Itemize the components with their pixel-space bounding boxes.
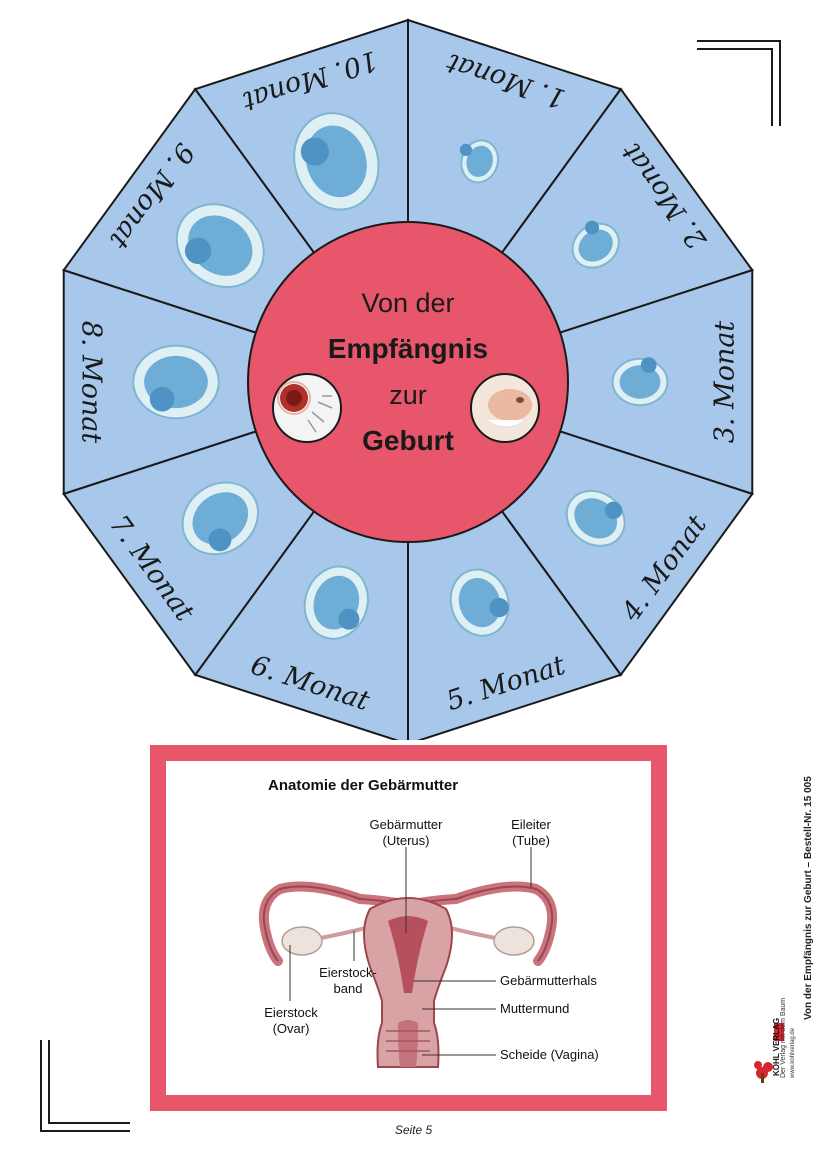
month-label-8: 8. Monat [76,321,107,444]
corner-mark-top-right [697,40,779,42]
corner-mark-bottom-left [48,1040,50,1124]
label-ovary: Eierstock (Ovar) [246,1005,336,1037]
label-tube-line2: (Tube) [512,833,550,848]
center-title-line3: zur [389,380,427,410]
label-ligament: Eierstock- band [306,965,390,997]
center-title-line1: Von der [361,288,454,318]
corner-mark-top-right [697,48,771,50]
corner-mark-bottom-left [48,1122,130,1124]
fetus-icon-month-10 [293,112,380,211]
conception-photo [272,373,342,443]
label-uterus-line2: (Uterus) [382,833,430,848]
page-number: Seite 5 [394,1123,433,1137]
label-uterus: Gebärmutter (Uterus) [361,817,451,849]
fetus-icon-month-9 [175,203,265,288]
anatomy-card: Anatomie der Gebärmutter [150,745,667,1111]
fetus-illustrations [132,112,669,640]
publisher-name: KOHL VERLAG [772,1017,781,1076]
label-os: Muttermund [500,1001,570,1016]
fetus-icon-month-8 [132,344,220,420]
anatomy-title: Anatomie der Gebärmutter [268,777,459,794]
label-uterus-line1: Gebärmutter [369,817,443,832]
fetus-icon-month-7 [181,481,259,556]
ovary-left [281,926,323,956]
anatomy-card-inner: Anatomie der Gebärmutter [166,761,651,1095]
label-tube-line1: Eileiter [511,817,551,832]
label-ligament-line2: band [333,981,363,996]
fetus-icon-month-4 [565,489,626,547]
fetus-icon-month-3 [611,357,669,407]
publisher-url: www.kohlverlag.de [790,1027,796,1078]
corner-mark-bottom-left [40,1130,130,1132]
publisher-slogan: Der Verlag mit dem Baum [780,997,787,1078]
center-title-line4: Geburt [362,425,454,456]
newborn-photo [470,373,540,443]
label-ovary-line2: (Ovar) [272,1021,310,1036]
label-tube: Eileiter (Tube) [491,817,571,849]
fetus-icon-month-1 [459,139,500,184]
label-cervix: Gebärmutterhals [500,973,597,988]
center-title-line2: Empfängnis [328,333,488,364]
fetus-icon-month-6 [303,565,369,640]
ovary-right [493,926,535,956]
label-vagina: Scheide (Vagina) [500,1047,599,1062]
label-ovary-line1: Eierstock [264,1005,318,1020]
uterus-illustration [258,847,558,1068]
fetus-icon-month-5 [449,568,510,637]
fetus-icon-month-2 [571,220,620,269]
order-number-text: Von der Empfängnis zur Geburt – Bestell-… [803,776,814,1020]
publisher-logo [754,1023,784,1083]
corner-mark-top-right [779,40,781,126]
label-ligament-line1: Eierstock- [319,965,377,980]
corner-mark-top-right [771,48,773,126]
month-label-3: 3. Monat [710,321,741,444]
center-disc [247,221,569,543]
corner-mark-bottom-left [40,1040,42,1132]
